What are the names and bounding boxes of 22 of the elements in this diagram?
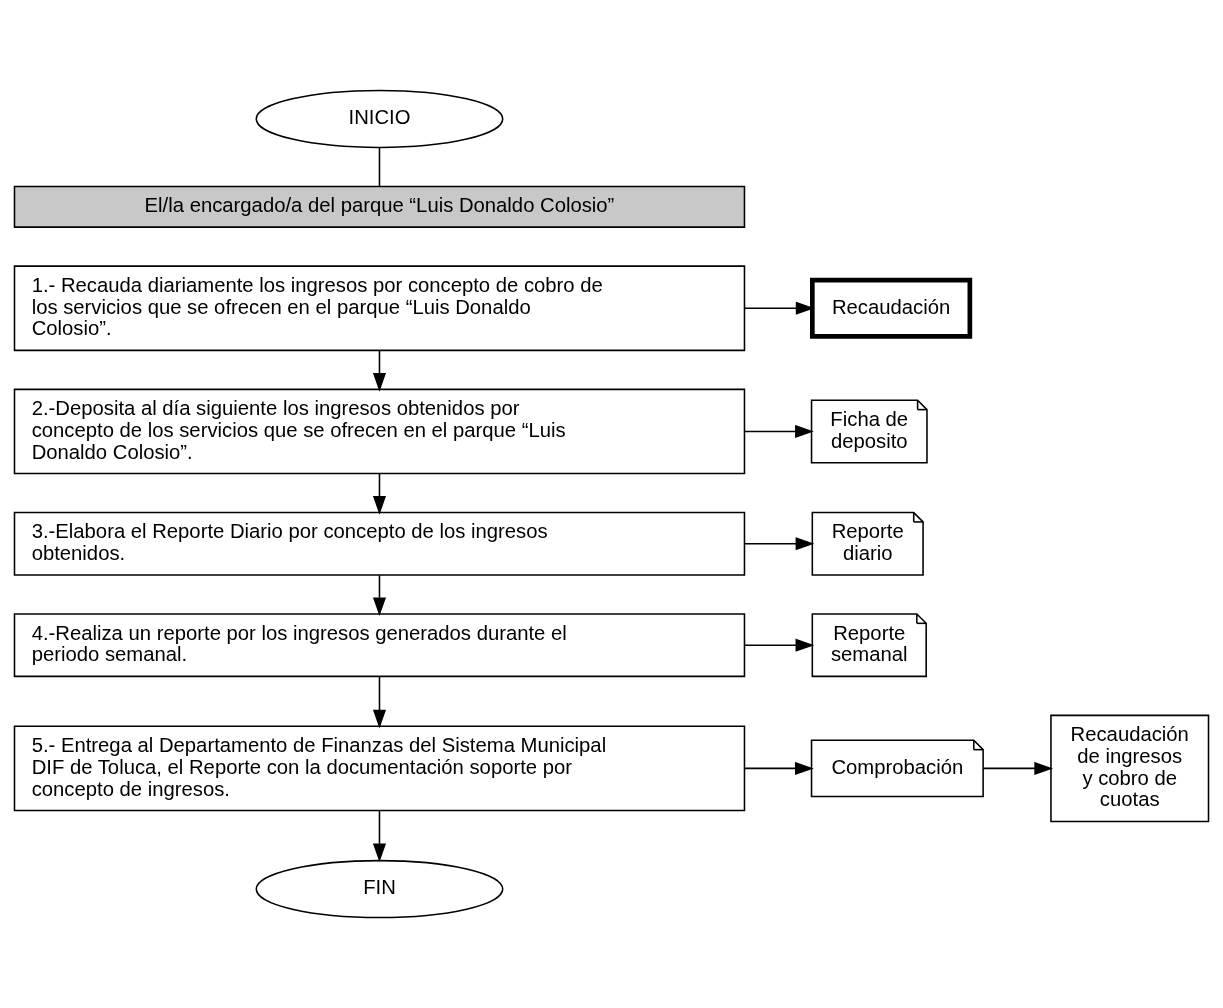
connector [378,147,381,188]
node-box: El/la encargado/a del parque “Luis Donaldo Colosio” [13,185,746,228]
arrow [372,810,387,863]
arrow [372,472,387,515]
node-ellipse: INICIO [255,89,504,149]
node-ellipse: FIN [255,859,504,919]
arrow [743,301,815,315]
arrow [743,761,814,775]
arrow [743,537,815,551]
arrow [372,574,387,617]
node-box: 4.-Realiza un reporte por los ingresos generados durante el periodo semanal. [13,613,746,678]
arrow [372,349,387,392]
arrow [744,424,814,439]
node-box: Recaudación [810,277,973,339]
node-box: 3.-Elabora el Reporte Diario por concepto de los ingresos obtenidos. [13,511,746,576]
node-box: 2.-Deposita al día siguiente los ingresos obtenidos por concepto de los servicios que se ofrecen en el parque “Luis Donaldo Colosio”. [13,388,746,475]
arrow [372,675,387,729]
node-box: Recaudación de ingresos y cobro de cuotas [1050,714,1210,823]
arrow [744,638,815,652]
node-box: 5.- Entrega al Departamento de Finanzas del Sistema Municipal DIF de Toluca, el Reporte con la documentación soporte por concepto de ingresos. [13,725,746,812]
node-box: 1.- Recauda diariamente los ingresos por concepto de cobro de los servicios que se ofrecen en el parque “Luis Donaldo Colosio”. [13,265,746,352]
arrow [982,761,1054,775]
